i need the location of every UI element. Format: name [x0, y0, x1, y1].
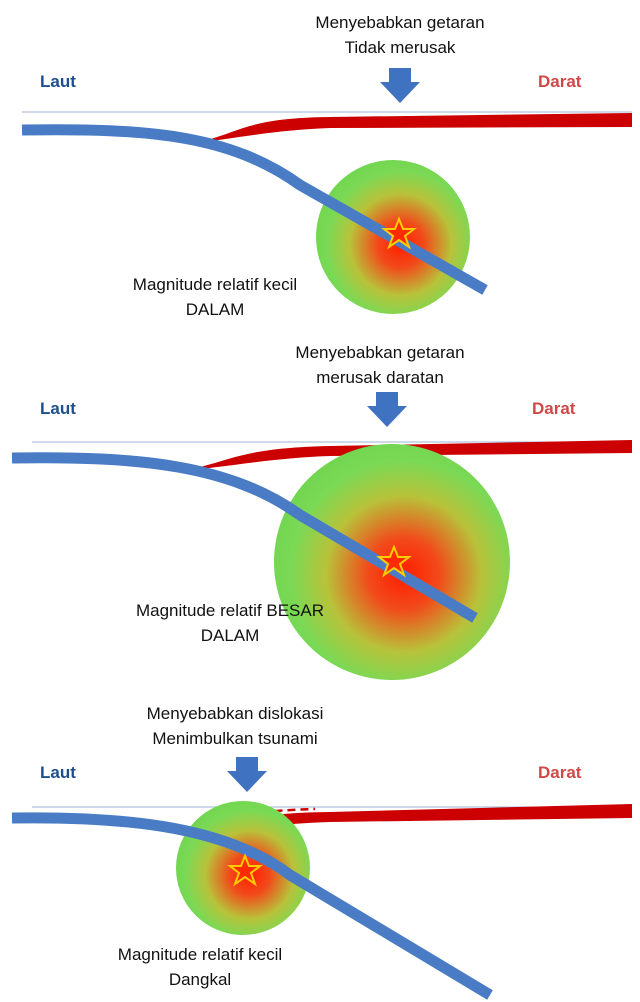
down-arrow-icon: [380, 68, 420, 103]
effect-caption: Menyebabkan getaran Tidak merusak: [250, 10, 550, 60]
land-label: Darat: [532, 399, 575, 419]
effect-caption: Menyebabkan dislokasi Menimbulkan tsunam…: [90, 701, 380, 751]
sea-label: Laut: [40, 763, 76, 783]
continental-plate: [192, 113, 632, 143]
panel-shallow-small: Laut Darat Menyebabkan dislokasi Menimbu…: [0, 685, 640, 1002]
land-label: Darat: [538, 72, 581, 92]
sea-label: Laut: [40, 399, 76, 419]
panel-deep-large: Laut Darat Menyebabkan getaran merusak d…: [0, 330, 640, 685]
magnitude-caption: Magnitude relatif BESAR DALAM: [100, 598, 360, 648]
down-arrow-icon: [367, 392, 407, 427]
panel-deep-small: Laut Darat Menyebabkan getaran Tidak mer…: [0, 0, 640, 330]
sea-label: Laut: [40, 72, 76, 92]
down-arrow-icon: [227, 757, 267, 792]
magnitude-caption: Magnitude relatif kecil Dangkal: [70, 942, 330, 992]
magnitude-caption: Magnitude relatif kecil DALAM: [95, 272, 335, 322]
land-label: Darat: [538, 763, 581, 783]
effect-caption: Menyebabkan getaran merusak daratan: [230, 340, 530, 390]
